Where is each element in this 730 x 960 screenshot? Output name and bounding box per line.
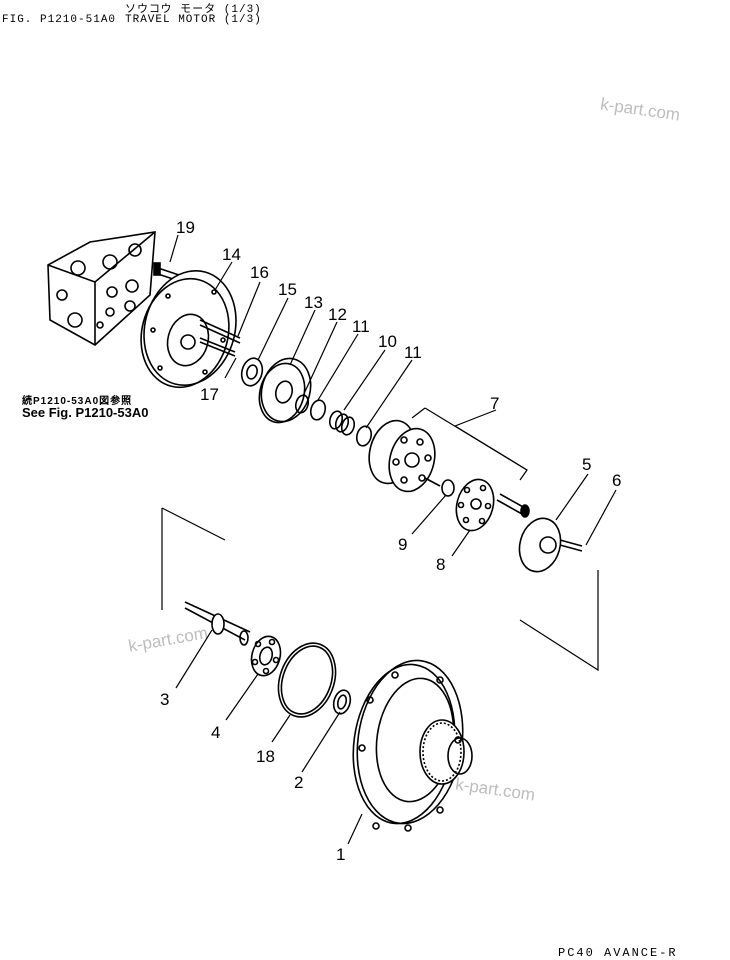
callout-3: 3 [160,690,169,709]
callout-16: 16 [250,263,269,282]
retainer-8-drawing [455,478,495,532]
callout-9: 9 [398,535,407,554]
callout-8: 8 [436,555,445,574]
housing-1-drawing [352,659,473,832]
pins-16-17-drawing [199,319,241,357]
callout-6: 6 [612,471,621,490]
callout-2: 2 [294,773,303,792]
callout-11-a: 11 [352,317,370,336]
callout-17: 17 [200,385,219,404]
figure-number: FIG. P1210-51A0 [2,14,117,26]
group-bracket-7 [161,407,599,672]
diagram-title: TRAVEL MOTOR (1/3) [125,14,262,26]
callout-11-b: 11 [404,343,422,362]
cover-14-drawing [140,269,237,389]
swash-plate-5-drawing [518,517,583,573]
rings-spring-drawing [294,394,373,447]
header-japanese-title: ソウコウ モータ (1/3) [125,4,262,16]
plate-13-drawing [258,357,312,424]
bearing-4-drawing [250,635,282,677]
o-ring-18-drawing [277,642,337,718]
seal-2-drawing [332,689,352,715]
callout-15: 15 [278,280,297,299]
bearing-15-drawing [240,357,264,387]
callout-14: 14 [222,245,241,264]
callout-19: 19 [176,218,195,237]
callout-1: 1 [336,845,345,864]
callout-numbers: 19 14 16 15 13 12 11 10 11 17 7 5 6 9 8 … [160,218,621,864]
callout-12: 12 [328,305,347,324]
callout-10: 10 [378,332,397,351]
reference-note-english: See Fig. P1210-53A0 [22,405,149,420]
model-footer: PC40 AVANCE-R [558,946,678,960]
reference-note-japanese: 続P1210-53A0図参照 [22,396,133,407]
shaft-3-drawing [184,601,251,646]
ball-guide-9-drawing [441,479,455,497]
callout-18: 18 [256,747,275,766]
piston-drawing [496,493,530,518]
cylinder-block-7-drawing [368,419,441,493]
callout-5: 5 [582,455,591,474]
callout-13: 13 [304,293,323,312]
callout-7: 7 [490,394,499,413]
leader-lines [169,234,617,845]
callout-4: 4 [211,723,220,742]
valve-block-drawing [47,231,156,346]
